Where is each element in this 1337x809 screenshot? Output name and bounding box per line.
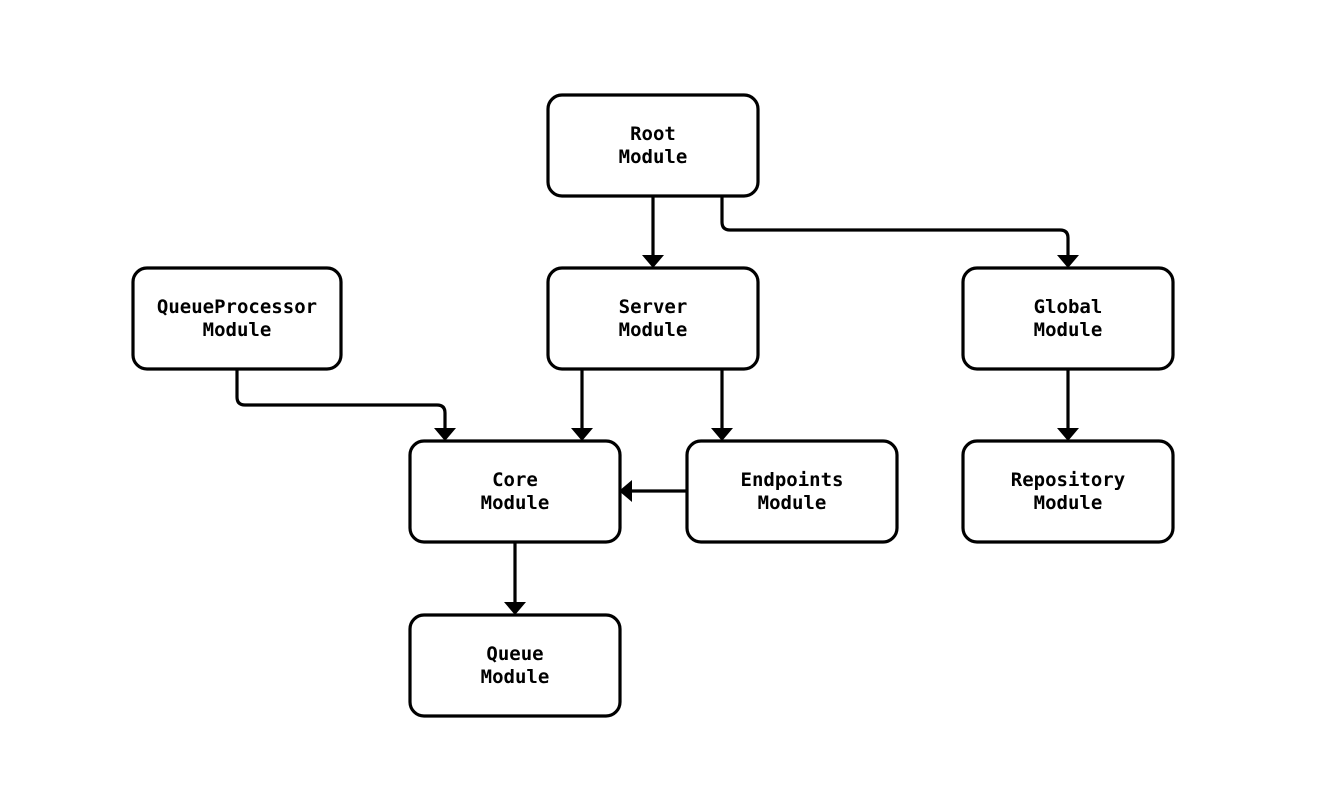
node-box[interactable] [546, 93, 760, 198]
edge-server-to-core [571, 369, 593, 441]
arrowhead-icon [642, 255, 664, 268]
node-label-line1: Server [619, 296, 688, 318]
node-box[interactable] [546, 266, 760, 371]
node-label-line1: Core [492, 469, 538, 491]
node-label-line2: Module [481, 666, 550, 688]
node-box[interactable] [961, 266, 1175, 371]
arrowhead-icon [504, 602, 526, 615]
node-label-line2: Module [481, 492, 550, 514]
nodes-layer: RootModuleQueueProcessorModuleServerModu… [131, 93, 1175, 718]
node-label-line1: Endpoints [741, 469, 844, 491]
edge-root-to-global [720, 196, 1079, 268]
node-label-line1: Global [1034, 296, 1103, 318]
node-label-line2: Module [619, 146, 688, 168]
node-label-line2: Module [619, 319, 688, 341]
node-label-line1: Queue [486, 643, 543, 665]
edge-server-to-endpoints [711, 369, 733, 441]
arrowhead-icon [1057, 428, 1079, 441]
edge-endpoints-to-core [619, 480, 687, 502]
edge-root-to-server [642, 196, 664, 268]
arrowhead-icon [434, 428, 456, 441]
arrowhead-icon [619, 480, 632, 502]
arrowhead-icon [1057, 255, 1079, 268]
node-box[interactable] [408, 613, 622, 718]
arrowhead-icon [711, 428, 733, 441]
arrowhead-icon [571, 428, 593, 441]
node-box[interactable] [961, 439, 1175, 544]
node-box[interactable] [131, 266, 343, 371]
node-label-line1: Root [630, 123, 676, 145]
node-box[interactable] [408, 439, 622, 544]
node-label-line1: Repository [1011, 469, 1125, 491]
node-label-line2: Module [758, 492, 827, 514]
edge-line [235, 369, 447, 428]
node-label-line1: QueueProcessor [157, 296, 317, 318]
edge-global-to-repository [1057, 369, 1079, 441]
edge-queueprocessor-to-core [235, 369, 456, 441]
edge-line [720, 196, 1070, 255]
node-label-line2: Module [203, 319, 272, 341]
edges-layer [235, 196, 1079, 615]
node-label-line2: Module [1034, 492, 1103, 514]
node-label-line2: Module [1034, 319, 1103, 341]
node-box[interactable] [685, 439, 899, 544]
edge-core-to-queue [504, 542, 526, 615]
